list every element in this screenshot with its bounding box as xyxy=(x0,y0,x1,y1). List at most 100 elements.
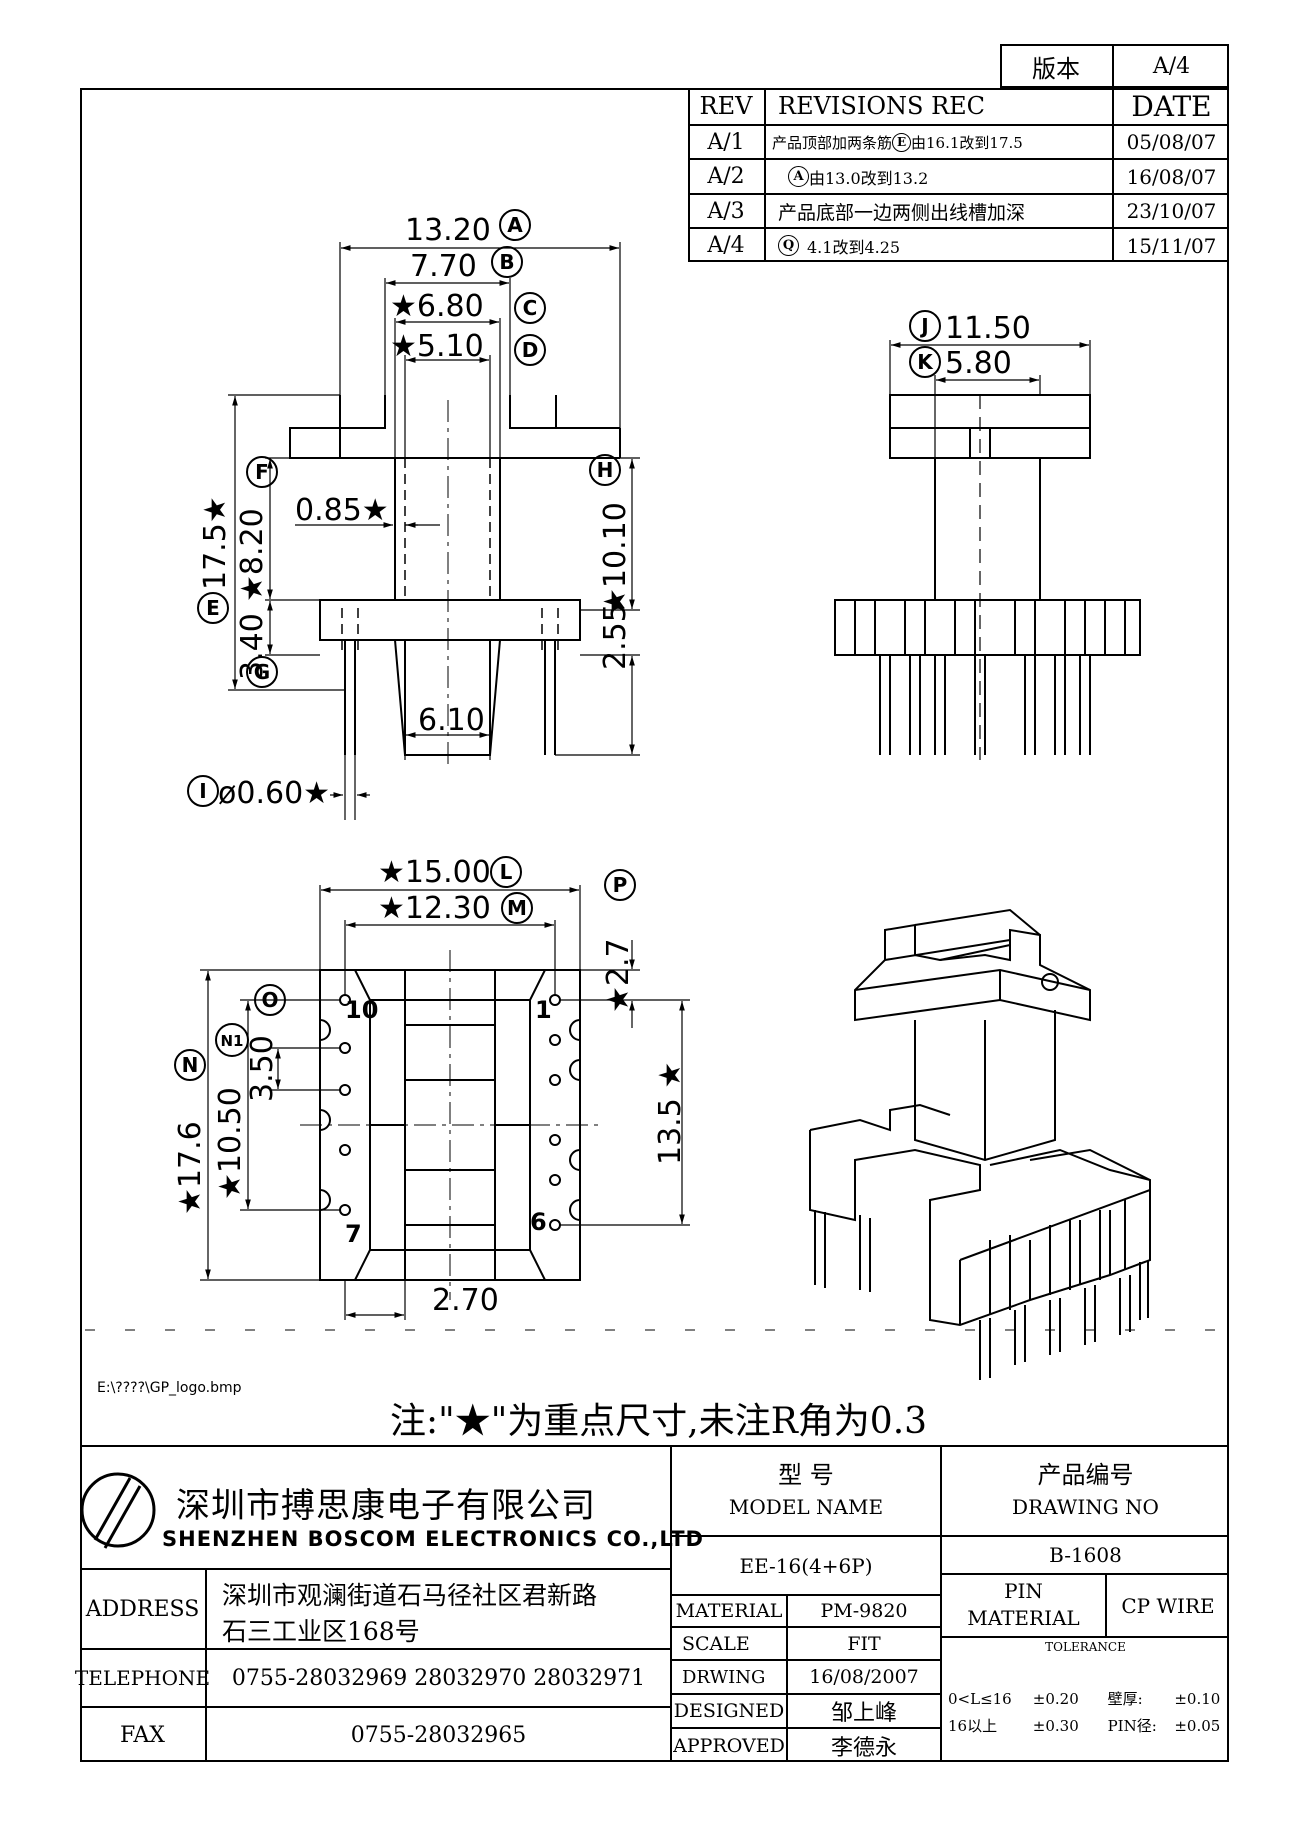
dim-13-5: 13.5 ★ xyxy=(653,1062,688,1165)
drwing-label: DRWING xyxy=(682,1666,766,1688)
date-header: DATE xyxy=(1131,89,1212,123)
dim-13-20: 13.20 xyxy=(405,213,491,248)
mark-l: L xyxy=(490,856,522,888)
dim-6-80: ★6.80 xyxy=(390,289,484,324)
revisions-rec-header: REVISIONS REC xyxy=(778,92,986,120)
dim-8-20: ★8.20 xyxy=(235,508,270,602)
pin-1-label: 1 xyxy=(535,996,552,1024)
tol-range-2: 16以上 xyxy=(948,1717,998,1735)
rev-a3-desc: 产品底部一边两侧出线槽加深 xyxy=(778,201,1026,224)
scale-value: FIT xyxy=(847,1632,881,1655)
svg-text:H: H xyxy=(597,458,614,482)
dim-17-6: ★17.6 xyxy=(173,1121,208,1215)
drawing-no-cn: 产品编号 xyxy=(1037,1460,1134,1489)
svg-text:N: N xyxy=(182,1053,199,1077)
dim-7-70: 7.70 xyxy=(410,249,477,284)
designed-value: 邹上峰 xyxy=(830,1701,897,1726)
rev-a4-mark: Q xyxy=(778,235,799,256)
svg-text:C: C xyxy=(523,296,538,320)
scale-label: SCALE xyxy=(682,1632,750,1655)
rev-a1-desc: 产品顶部加两条筋 E 由16.1改到17.5 xyxy=(766,126,1112,158)
rev-a2-suffix: 由13.0改到13.2 xyxy=(809,168,929,188)
drawing-no-en: DRAWING NO xyxy=(1012,1495,1159,1519)
approved-value: 李德永 xyxy=(830,1735,897,1761)
address-label: ADDRESS xyxy=(85,1596,200,1622)
telephone-value: 0755-28032969 28032970 28032971 xyxy=(231,1665,646,1691)
mark-c: C xyxy=(514,292,546,324)
rev-a3-date: 23/10/07 xyxy=(1126,199,1217,223)
material-value: PM-9820 xyxy=(820,1600,908,1622)
pin-material-label-1: PIN xyxy=(1004,1579,1043,1603)
tolerance-label: TOLERANCE xyxy=(1045,1640,1126,1654)
logo-path: E:\????\GP_logo.bmp xyxy=(97,1380,242,1396)
svg-text:A: A xyxy=(507,213,523,237)
svg-text:I: I xyxy=(199,779,206,803)
drawing-no-value: B-1608 xyxy=(1049,1543,1122,1567)
rev-a1-mark: E xyxy=(892,132,912,152)
mark-d: D xyxy=(514,334,546,366)
rev-a4: A/4 xyxy=(707,233,745,258)
revisions-table xyxy=(688,88,1229,262)
dim-3-40: 3.40 xyxy=(235,613,270,680)
tol-pin-label: PIN径: xyxy=(1107,1717,1157,1735)
dim-11-50: 11.50 xyxy=(945,311,1031,346)
mark-o: O xyxy=(254,984,286,1016)
svg-text:E: E xyxy=(206,596,220,620)
model-name-value: EE-16(4+6P) xyxy=(739,1553,873,1578)
dim-5-80: 5.80 xyxy=(945,346,1012,381)
drwing-value: 16/08/2007 xyxy=(809,1666,919,1688)
svg-text:P: P xyxy=(613,873,628,897)
version-value: A/4 xyxy=(1152,53,1191,79)
rev-a4-suffix: 4.1改到4.25 xyxy=(807,237,901,257)
pin-material-value: CP WIRE xyxy=(1121,1593,1215,1618)
front-view xyxy=(228,242,640,820)
pin-6-label: 6 xyxy=(530,1208,547,1236)
rev-header: REV xyxy=(699,92,753,120)
dim-0-85: 0.85★ xyxy=(295,493,389,528)
version-label: 版本 xyxy=(1032,54,1080,83)
svg-text:L: L xyxy=(500,860,513,884)
side-view xyxy=(834,340,1141,760)
fax-value: 0755-28032965 xyxy=(350,1722,527,1748)
svg-text:D: D xyxy=(522,338,539,362)
mark-h: H xyxy=(589,454,621,486)
tolerance-row-1: 0<L≤16 ±0.20 壁厚: ±0.10 xyxy=(948,1688,1220,1709)
dim-15-00: ★15.00 xyxy=(378,855,491,890)
rev-a3: A/3 xyxy=(707,198,745,224)
svg-text:K: K xyxy=(917,350,934,374)
mark-p: P xyxy=(604,869,636,901)
dim-2-55: 2.55 xyxy=(598,603,633,670)
pin-7-label: 7 xyxy=(345,1220,362,1248)
rev-a1-date: 05/08/07 xyxy=(1126,130,1217,154)
svg-text:B: B xyxy=(499,250,514,274)
mark-g: G xyxy=(246,656,278,688)
tol-value-1: ±0.20 xyxy=(1032,1690,1079,1708)
tol-wall-label: 壁厚: xyxy=(1107,1690,1143,1708)
rev-a4-date: 15/11/07 xyxy=(1126,233,1217,258)
telephone-label: TELEPHONE xyxy=(74,1666,211,1690)
mark-j: J xyxy=(909,310,941,342)
version-box xyxy=(1000,44,1229,88)
mark-f: F xyxy=(246,456,278,488)
mark-b: B xyxy=(491,246,523,278)
mark-n: N xyxy=(174,1049,206,1081)
svg-text:J: J xyxy=(919,314,928,338)
svg-text:N1: N1 xyxy=(221,1032,244,1050)
address-line-2: 石三工业区168号 xyxy=(222,1617,420,1646)
dim-17-5: 17.5★ xyxy=(198,496,233,590)
dim-10-10: ★10.10 xyxy=(598,502,633,615)
model-name-cn: 型 号 xyxy=(778,1460,834,1489)
tolerance-row-2: 16以上 ±0.30 PIN径: ±0.05 xyxy=(948,1715,1220,1736)
rev-a1-prefix: 产品顶部加两条筋 xyxy=(772,133,893,152)
dim-5-10: ★5.10 xyxy=(390,329,484,364)
dim-12-30: ★12.30 xyxy=(378,891,491,926)
dim-2-7: ★2.7 xyxy=(601,938,636,1013)
mark-n1: N1 xyxy=(215,1023,249,1057)
rev-a1: A/1 xyxy=(707,129,745,155)
rev-a1-suffix: 由16.1改到17.5 xyxy=(911,133,1023,152)
mark-k: K xyxy=(909,346,941,378)
dim-2-70: 2.70 xyxy=(432,1283,499,1318)
bottom-view xyxy=(200,885,690,1320)
rev-a2-date: 16/08/07 xyxy=(1126,164,1217,189)
drawing-frame xyxy=(80,88,1229,1762)
